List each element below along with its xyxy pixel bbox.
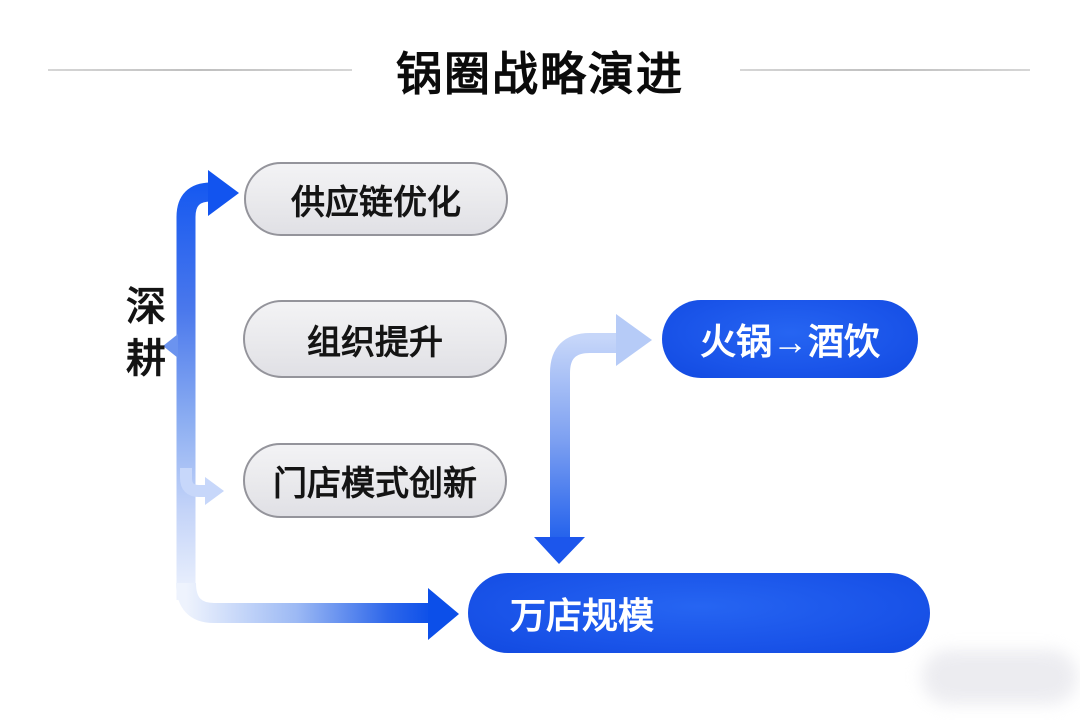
arrowhead-hotpot <box>616 314 652 366</box>
arrowhead-supply-chain <box>208 170 239 216</box>
node-ten-thousand-stores-label: 万店规模 <box>510 595 655 636</box>
watermark-smudge <box>922 650 1077 704</box>
node-ten-thousand-stores: 万店规模 <box>468 573 930 653</box>
bracket-spine <box>176 182 212 600</box>
page-title: 锅圈战略演进 <box>396 48 684 100</box>
title-divider-left <box>48 69 352 71</box>
arrowhead-scale <box>428 588 459 640</box>
node-hotpot-to-drinks-label: 火锅→酒饮 <box>699 321 880 362</box>
branch-store-model <box>180 468 207 497</box>
title-divider-right <box>740 69 1030 71</box>
node-supply-chain-label: 供应链优化 <box>291 183 461 222</box>
node-hotpot-to-drinks: 火锅→酒饮 <box>662 300 918 378</box>
side-label-deep-cultivation: 深耕 <box>126 285 166 381</box>
elbow-connector <box>550 333 618 538</box>
arrowhead-store-model <box>205 477 224 505</box>
node-store-model: 门店模式创新 <box>243 443 507 518</box>
bottom-run <box>176 582 429 623</box>
node-organization: 组织提升 <box>243 300 507 378</box>
arrowhead-down-scale <box>534 537 585 564</box>
node-organization-label: 组织提升 <box>307 323 443 362</box>
node-store-model-label: 门店模式创新 <box>273 465 477 503</box>
side-label-notch <box>163 334 178 358</box>
node-supply-chain: 供应链优化 <box>244 162 508 236</box>
